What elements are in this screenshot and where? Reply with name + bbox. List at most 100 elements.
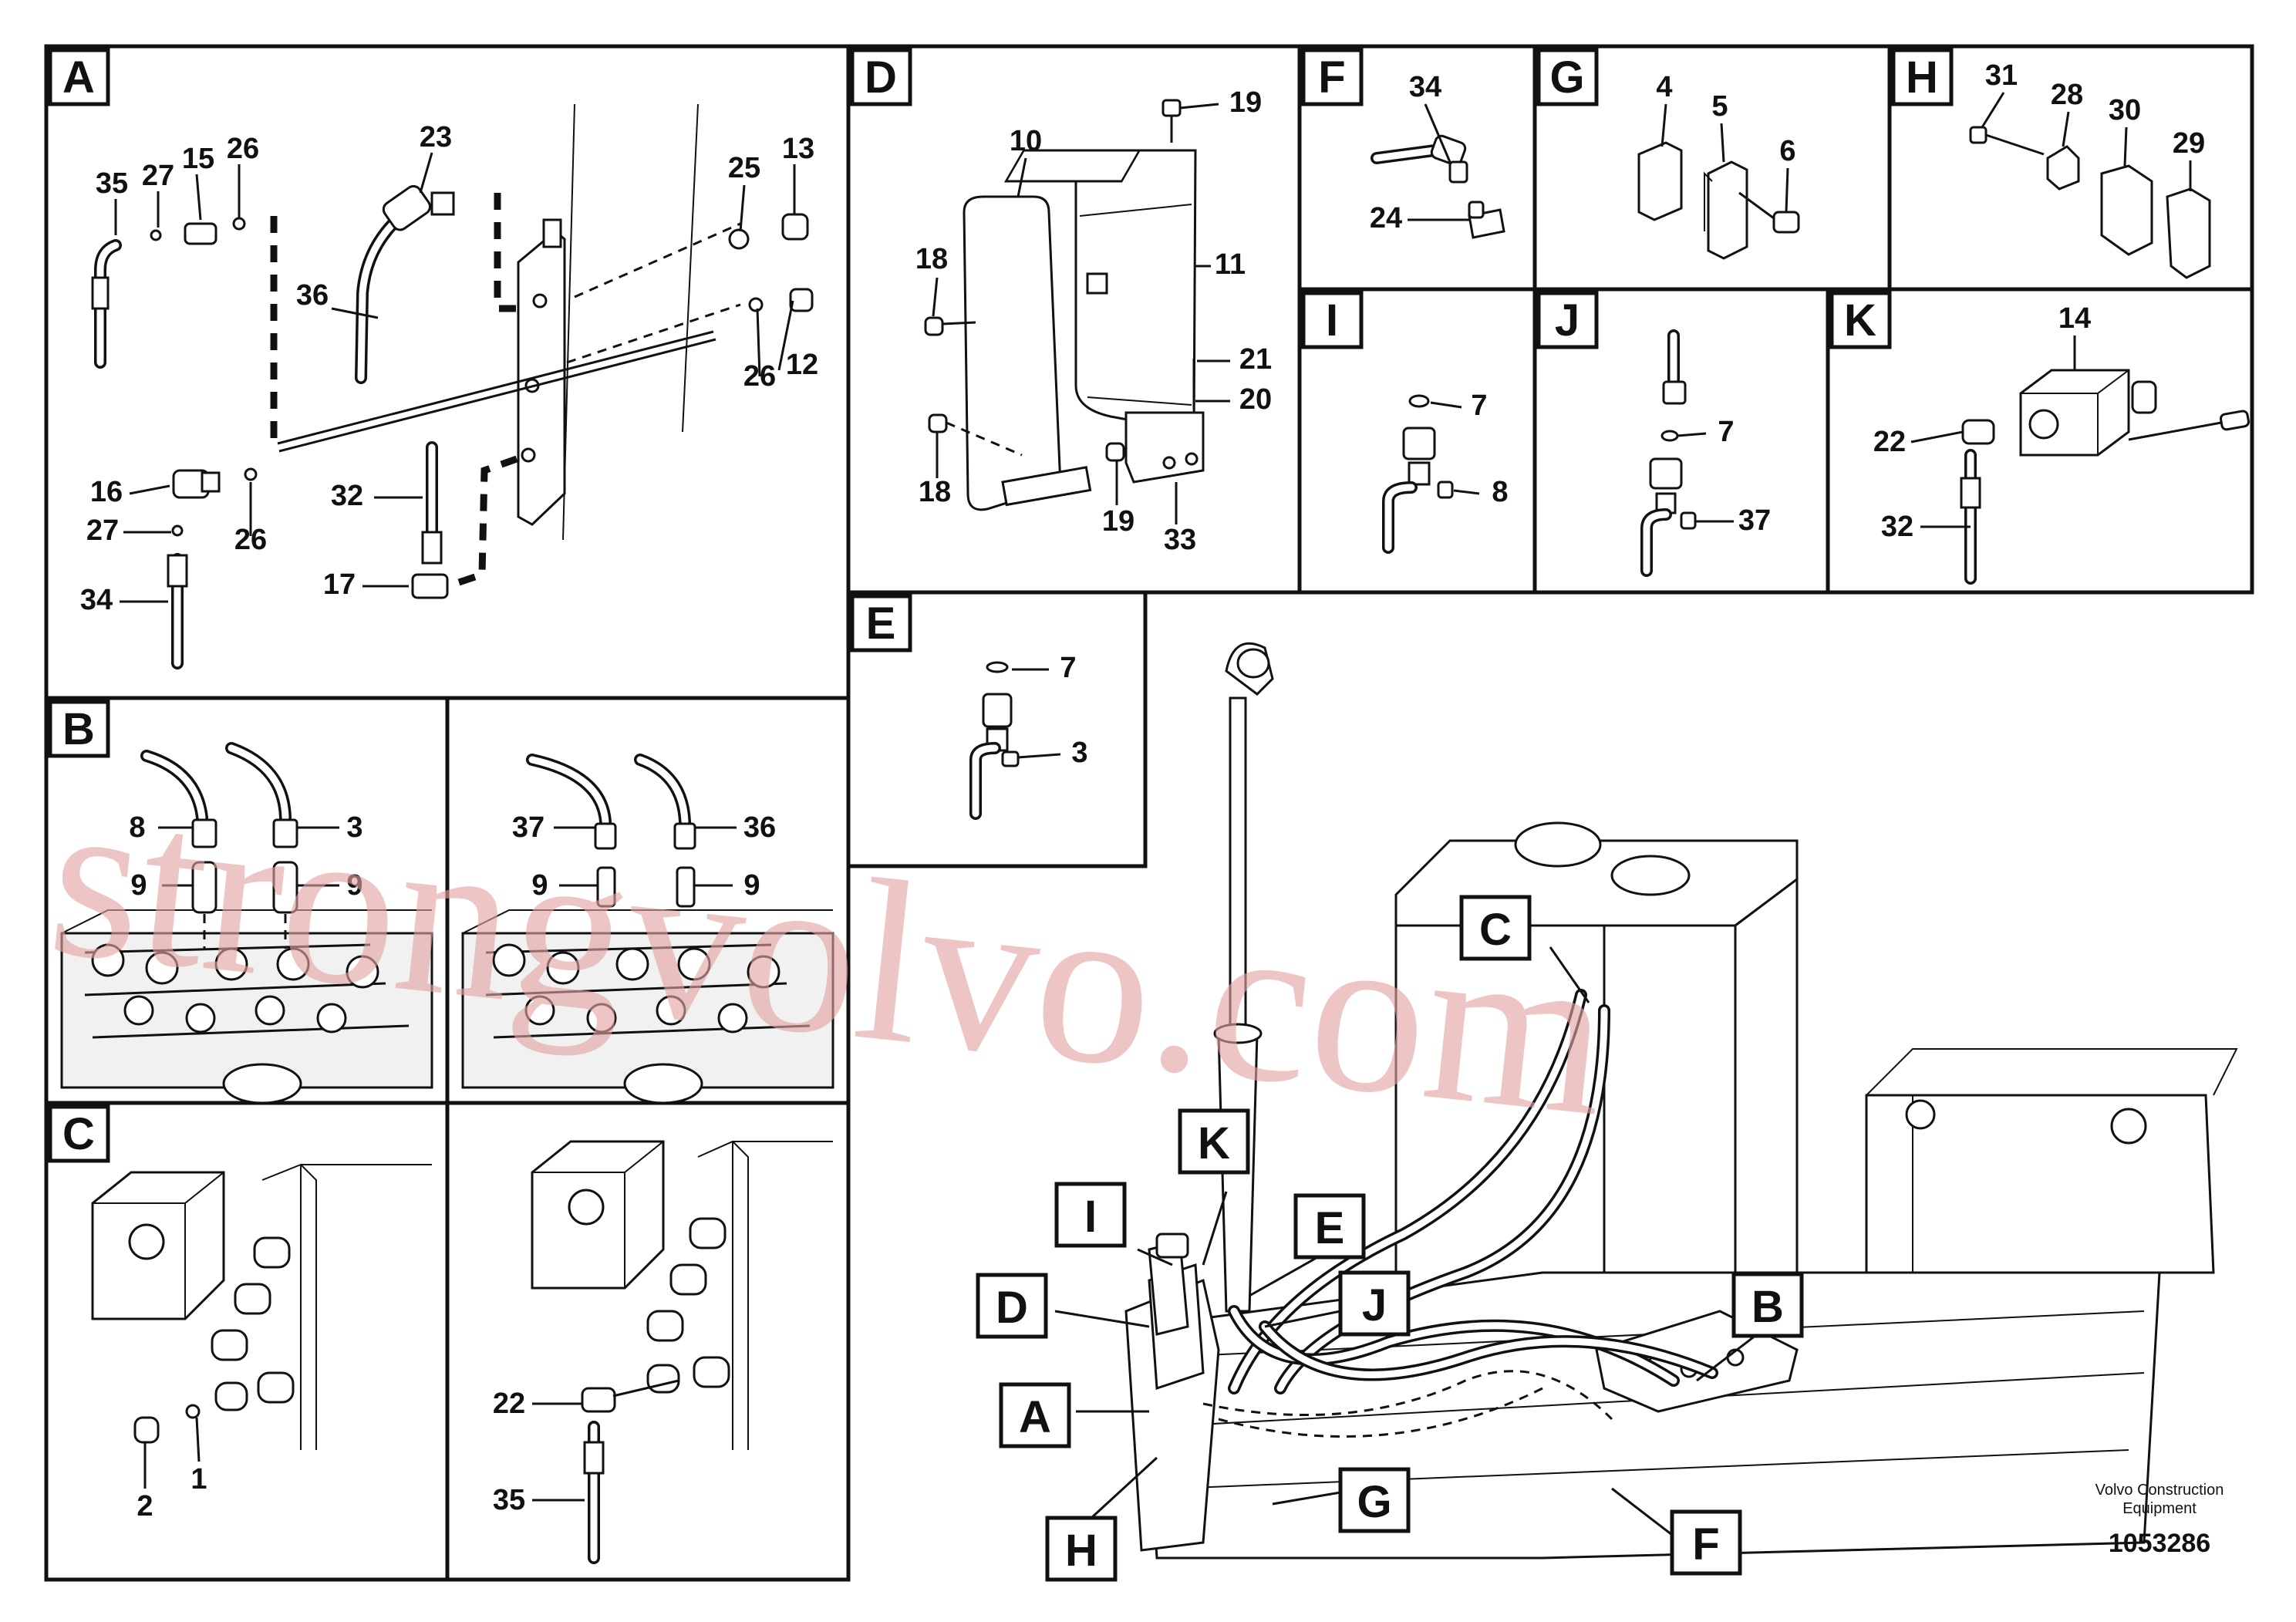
leader-line: [1677, 432, 1707, 437]
callout-g-3: 6: [1779, 135, 1795, 167]
panel-letter-text: C: [62, 1109, 95, 1159]
panel-k-drawing: [1960, 369, 2250, 585]
callout-b2-1: 37: [512, 811, 544, 844]
callout-a-12: 27: [86, 514, 119, 547]
panel-d-drawing: [924, 99, 1205, 511]
panel-letter-c: C: [48, 1104, 110, 1163]
callout-g-2: 5: [1711, 90, 1728, 123]
panel-letter-f: F: [1301, 48, 1364, 106]
leader-line: [777, 300, 794, 371]
panel-letter-text: G: [1549, 52, 1584, 103]
overview-box-k: K: [1178, 1108, 1250, 1175]
panel-letter-text: E: [866, 599, 896, 649]
panel-j-drawing: [1640, 329, 1697, 577]
leader-line: [419, 152, 433, 194]
leader-line: [331, 307, 379, 319]
leader-line: [1720, 123, 1725, 163]
callout-f-2: 24: [1370, 202, 1402, 234]
overview-box-text: G: [1357, 1477, 1391, 1527]
overview-box-text: H: [1065, 1526, 1097, 1576]
callout-a-9: 12: [786, 349, 818, 381]
callout-b-3: 9: [130, 869, 147, 902]
overview-box-text: A: [1019, 1392, 1051, 1442]
overview-box-g: G: [1338, 1467, 1411, 1533]
panel-c2-drawing: [531, 1140, 833, 1564]
overview-box-j: J: [1338, 1270, 1411, 1337]
overview-box-e: E: [1293, 1193, 1366, 1259]
footer: Volvo Construction Equipment 1053286: [2075, 1481, 2244, 1559]
callout-h-1: 31: [1985, 59, 2018, 92]
leader-line: [129, 484, 170, 495]
panel-letter-text: A: [62, 52, 95, 103]
overview-box-text: K: [1198, 1118, 1230, 1168]
overview-leader: [1137, 1248, 1173, 1266]
panel-frames: [44, 44, 2254, 1582]
panel-letter-h: H: [1891, 48, 1954, 106]
overview-box-text: I: [1084, 1192, 1097, 1242]
callout-d-4: 11: [1215, 248, 1246, 281]
callout-e-1: 7: [1060, 652, 1076, 684]
callout-d-6: 20: [1239, 383, 1272, 416]
overview-box-text: J: [1362, 1280, 1387, 1330]
leader-line: [739, 184, 746, 232]
panel-letter-i: I: [1301, 291, 1364, 349]
callout-b-2: 3: [346, 811, 362, 844]
leader-line: [1430, 401, 1462, 409]
callout-c2-1: 22: [493, 1388, 525, 1420]
panel-letter-a: A: [48, 48, 110, 106]
overview-leader: [1054, 1310, 1150, 1328]
callout-a-7: 13: [782, 133, 814, 165]
panel-h-drawing: [1969, 126, 2211, 279]
panel-letter-text: H: [1906, 52, 1938, 103]
callout-i-2: 8: [1492, 476, 1508, 508]
panel-b2-drawing: [461, 754, 834, 1104]
leader-line: [2062, 111, 2070, 147]
panel-letter-text: B: [62, 704, 95, 754]
callout-a-8: 36: [296, 279, 329, 312]
panel-i-drawing: [1382, 394, 1454, 554]
footer-brand: Volvo Construction Equipment: [2095, 1482, 2224, 1517]
callout-a-6: 25: [728, 152, 760, 184]
callout-e-2: 3: [1071, 737, 1087, 769]
panel-letter-text: K: [1844, 295, 1876, 346]
panel-c-drawing: [91, 1163, 432, 1450]
callout-a-5: 23: [420, 121, 452, 153]
overview-leader: [1264, 1310, 1341, 1328]
callout-h-3: 30: [2109, 94, 2141, 126]
panel-letter-text: D: [865, 52, 897, 103]
leader-line: [1660, 103, 1667, 147]
callout-d-3: 18: [915, 243, 948, 275]
callout-b-1: 8: [129, 811, 145, 844]
callout-d-9: 33: [1164, 524, 1196, 556]
callout-k-1: 14: [2058, 302, 2091, 335]
overview-leader: [1202, 1191, 1228, 1266]
overview-box-h: H: [1045, 1516, 1118, 1582]
panel-g-drawing: [1637, 141, 1800, 260]
overview-box-text: E: [1315, 1203, 1345, 1253]
panel-letter-text: F: [1318, 52, 1345, 103]
leader-line: [195, 174, 202, 221]
callout-a-16: 34: [80, 584, 113, 616]
callout-j-1: 7: [1718, 416, 1734, 448]
leader-line: [756, 308, 761, 377]
overview-leader: [1611, 1487, 1673, 1536]
leader-line: [1017, 753, 1061, 759]
panel-b-drawing: [60, 742, 433, 1104]
panel-letter-b: B: [48, 700, 110, 758]
panel-letter-d: D: [850, 48, 912, 106]
callout-d-2: 19: [1229, 86, 1262, 119]
callout-d-8: 19: [1102, 505, 1135, 538]
callout-a-3: 15: [182, 143, 214, 175]
leader-line: [1017, 157, 1027, 197]
machine-overview-drawing: [1124, 642, 2238, 1560]
panel-e-drawing: [969, 661, 1020, 820]
overview-leader: [1090, 1456, 1158, 1519]
callout-d-5: 21: [1239, 343, 1272, 376]
callout-i-1: 7: [1471, 389, 1487, 422]
callout-c2-2: 35: [493, 1484, 525, 1516]
callout-a-14: 32: [331, 480, 363, 512]
overview-box-text: B: [1752, 1282, 1784, 1332]
